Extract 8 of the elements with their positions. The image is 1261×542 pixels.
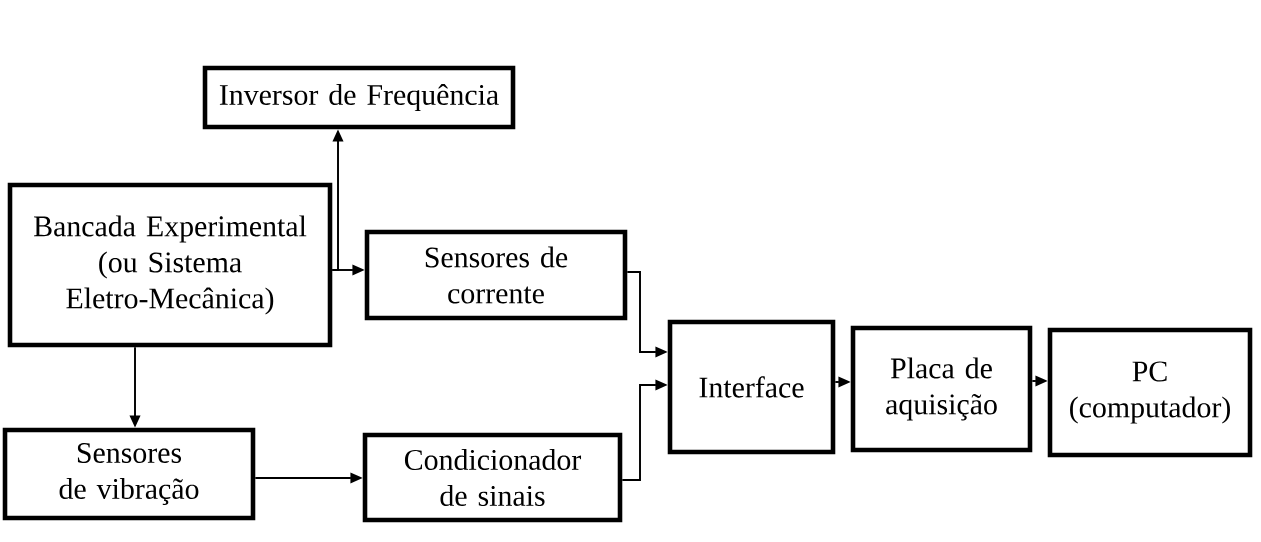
process-box: Inversor de Frequência bbox=[202, 65, 516, 130]
process-box: Condicionador de sinais bbox=[362, 432, 623, 523]
process-box: Sensores de vibração bbox=[2, 427, 256, 521]
process-box: Sensores de corrente bbox=[364, 229, 628, 321]
process-box: PC (computador) bbox=[1047, 327, 1253, 458]
process-box: Placa de aquisição bbox=[850, 325, 1033, 453]
process-box: Interface bbox=[667, 319, 836, 455]
process-box: Bancada Experimental (ou Sistema Eletro-Mecânica) bbox=[7, 182, 333, 348]
